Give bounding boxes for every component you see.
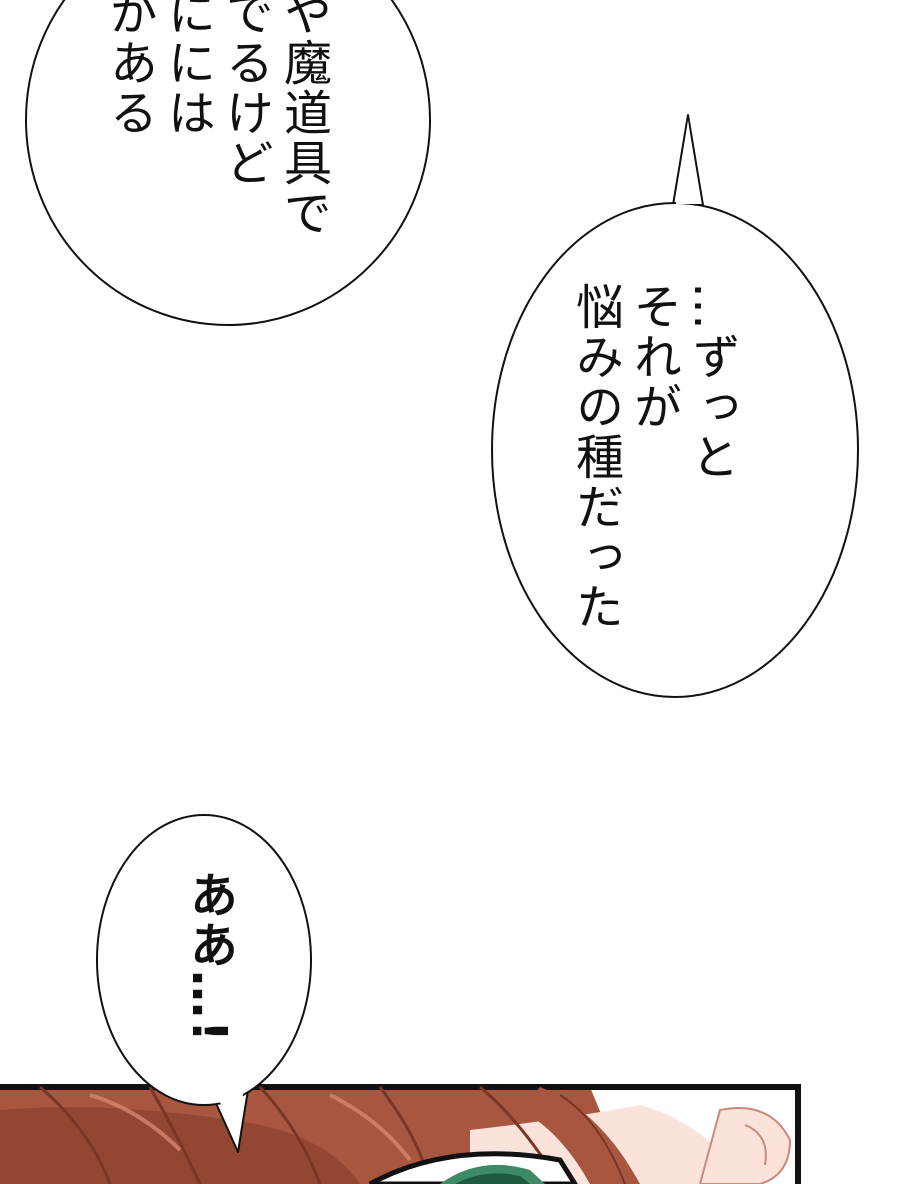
bubble-line-2: でるけど — [217, 0, 273, 188]
bubble-line-2: それが — [625, 282, 681, 432]
speech-bubble-top-left — [25, 0, 431, 326]
bubble-line-1: ああ…! — [181, 870, 237, 1044]
bubble-text-top-left: や魔道具で でるけど にには がある — [100, 0, 332, 318]
bubble-line-4: がある — [101, 0, 157, 138]
bubble-text-middle-right: …ずっと それが 悩みの種だった — [566, 282, 740, 642]
speech-bubble-middle-right — [491, 114, 859, 698]
bubble-line-1: …ずっと — [683, 282, 739, 482]
bubble-line-1: や魔道具で — [275, 0, 331, 238]
character-illustration — [0, 1084, 801, 1184]
bubble-line-3: にには — [159, 0, 215, 138]
bubble-text-bottom-left: ああ…! — [180, 870, 238, 1080]
speech-bubble-bottom-left — [96, 814, 312, 1153]
bubble-line-3: 悩みの種だった — [567, 282, 623, 632]
